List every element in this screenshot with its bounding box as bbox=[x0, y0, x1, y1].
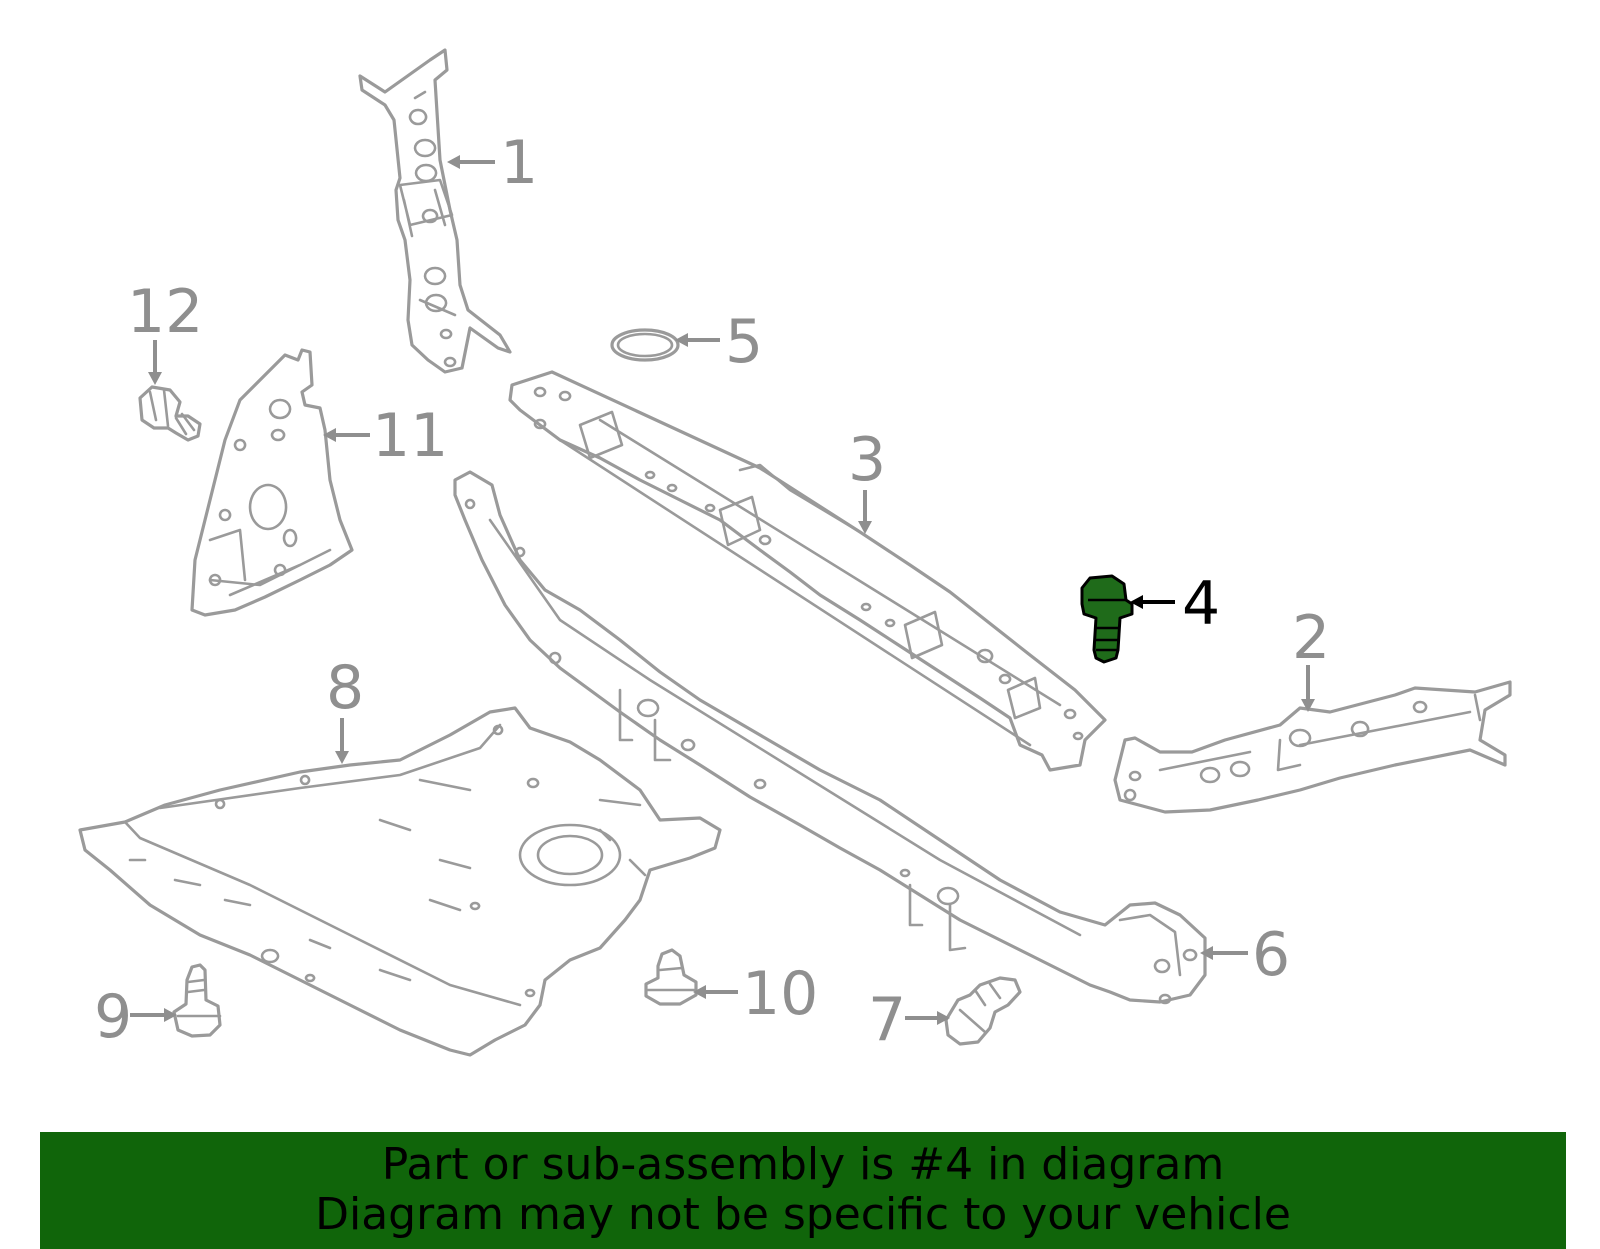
callout-label-8: 8 bbox=[326, 653, 364, 723]
callout-label-2: 2 bbox=[1292, 603, 1330, 673]
banner-line-1: Part or sub-assembly is #4 in diagram bbox=[381, 1139, 1225, 1190]
callout-label-12: 12 bbox=[127, 277, 203, 347]
callout-label-5: 5 bbox=[725, 307, 763, 377]
banner-line-2: Diagram may not be specific to your vehi… bbox=[315, 1189, 1291, 1240]
part-9-bolt bbox=[172, 963, 222, 1038]
callout-label-3: 3 bbox=[848, 425, 886, 495]
callout-label-9: 9 bbox=[94, 982, 132, 1052]
part-6-lower-member bbox=[453, 470, 1207, 1005]
callout-label-6: 6 bbox=[1252, 920, 1290, 990]
callout-label-1: 1 bbox=[500, 128, 538, 198]
part-12-bolt bbox=[138, 385, 202, 442]
info-banner: Part or sub-assembly is #4 in diagram Di… bbox=[40, 1132, 1566, 1249]
part-1-bracket bbox=[358, 48, 512, 374]
callout-label-7: 7 bbox=[868, 985, 906, 1055]
callout-arrows bbox=[130, 155, 1315, 1025]
part-10-clip bbox=[644, 948, 698, 1006]
callout-label-11: 11 bbox=[372, 401, 448, 471]
part-2-bracket bbox=[1113, 680, 1512, 814]
callout-label-10: 10 bbox=[742, 959, 818, 1029]
part-8-under-cover bbox=[78, 706, 722, 1057]
callout-label-4[interactable]: 4 bbox=[1182, 569, 1220, 639]
part-11-bracket bbox=[190, 348, 354, 617]
part-7-bolt bbox=[944, 976, 1022, 1046]
part-5-ring bbox=[610, 328, 680, 362]
part-3-upper-rail bbox=[508, 370, 1107, 772]
part-4-bolt-highlighted[interactable] bbox=[1080, 574, 1134, 664]
